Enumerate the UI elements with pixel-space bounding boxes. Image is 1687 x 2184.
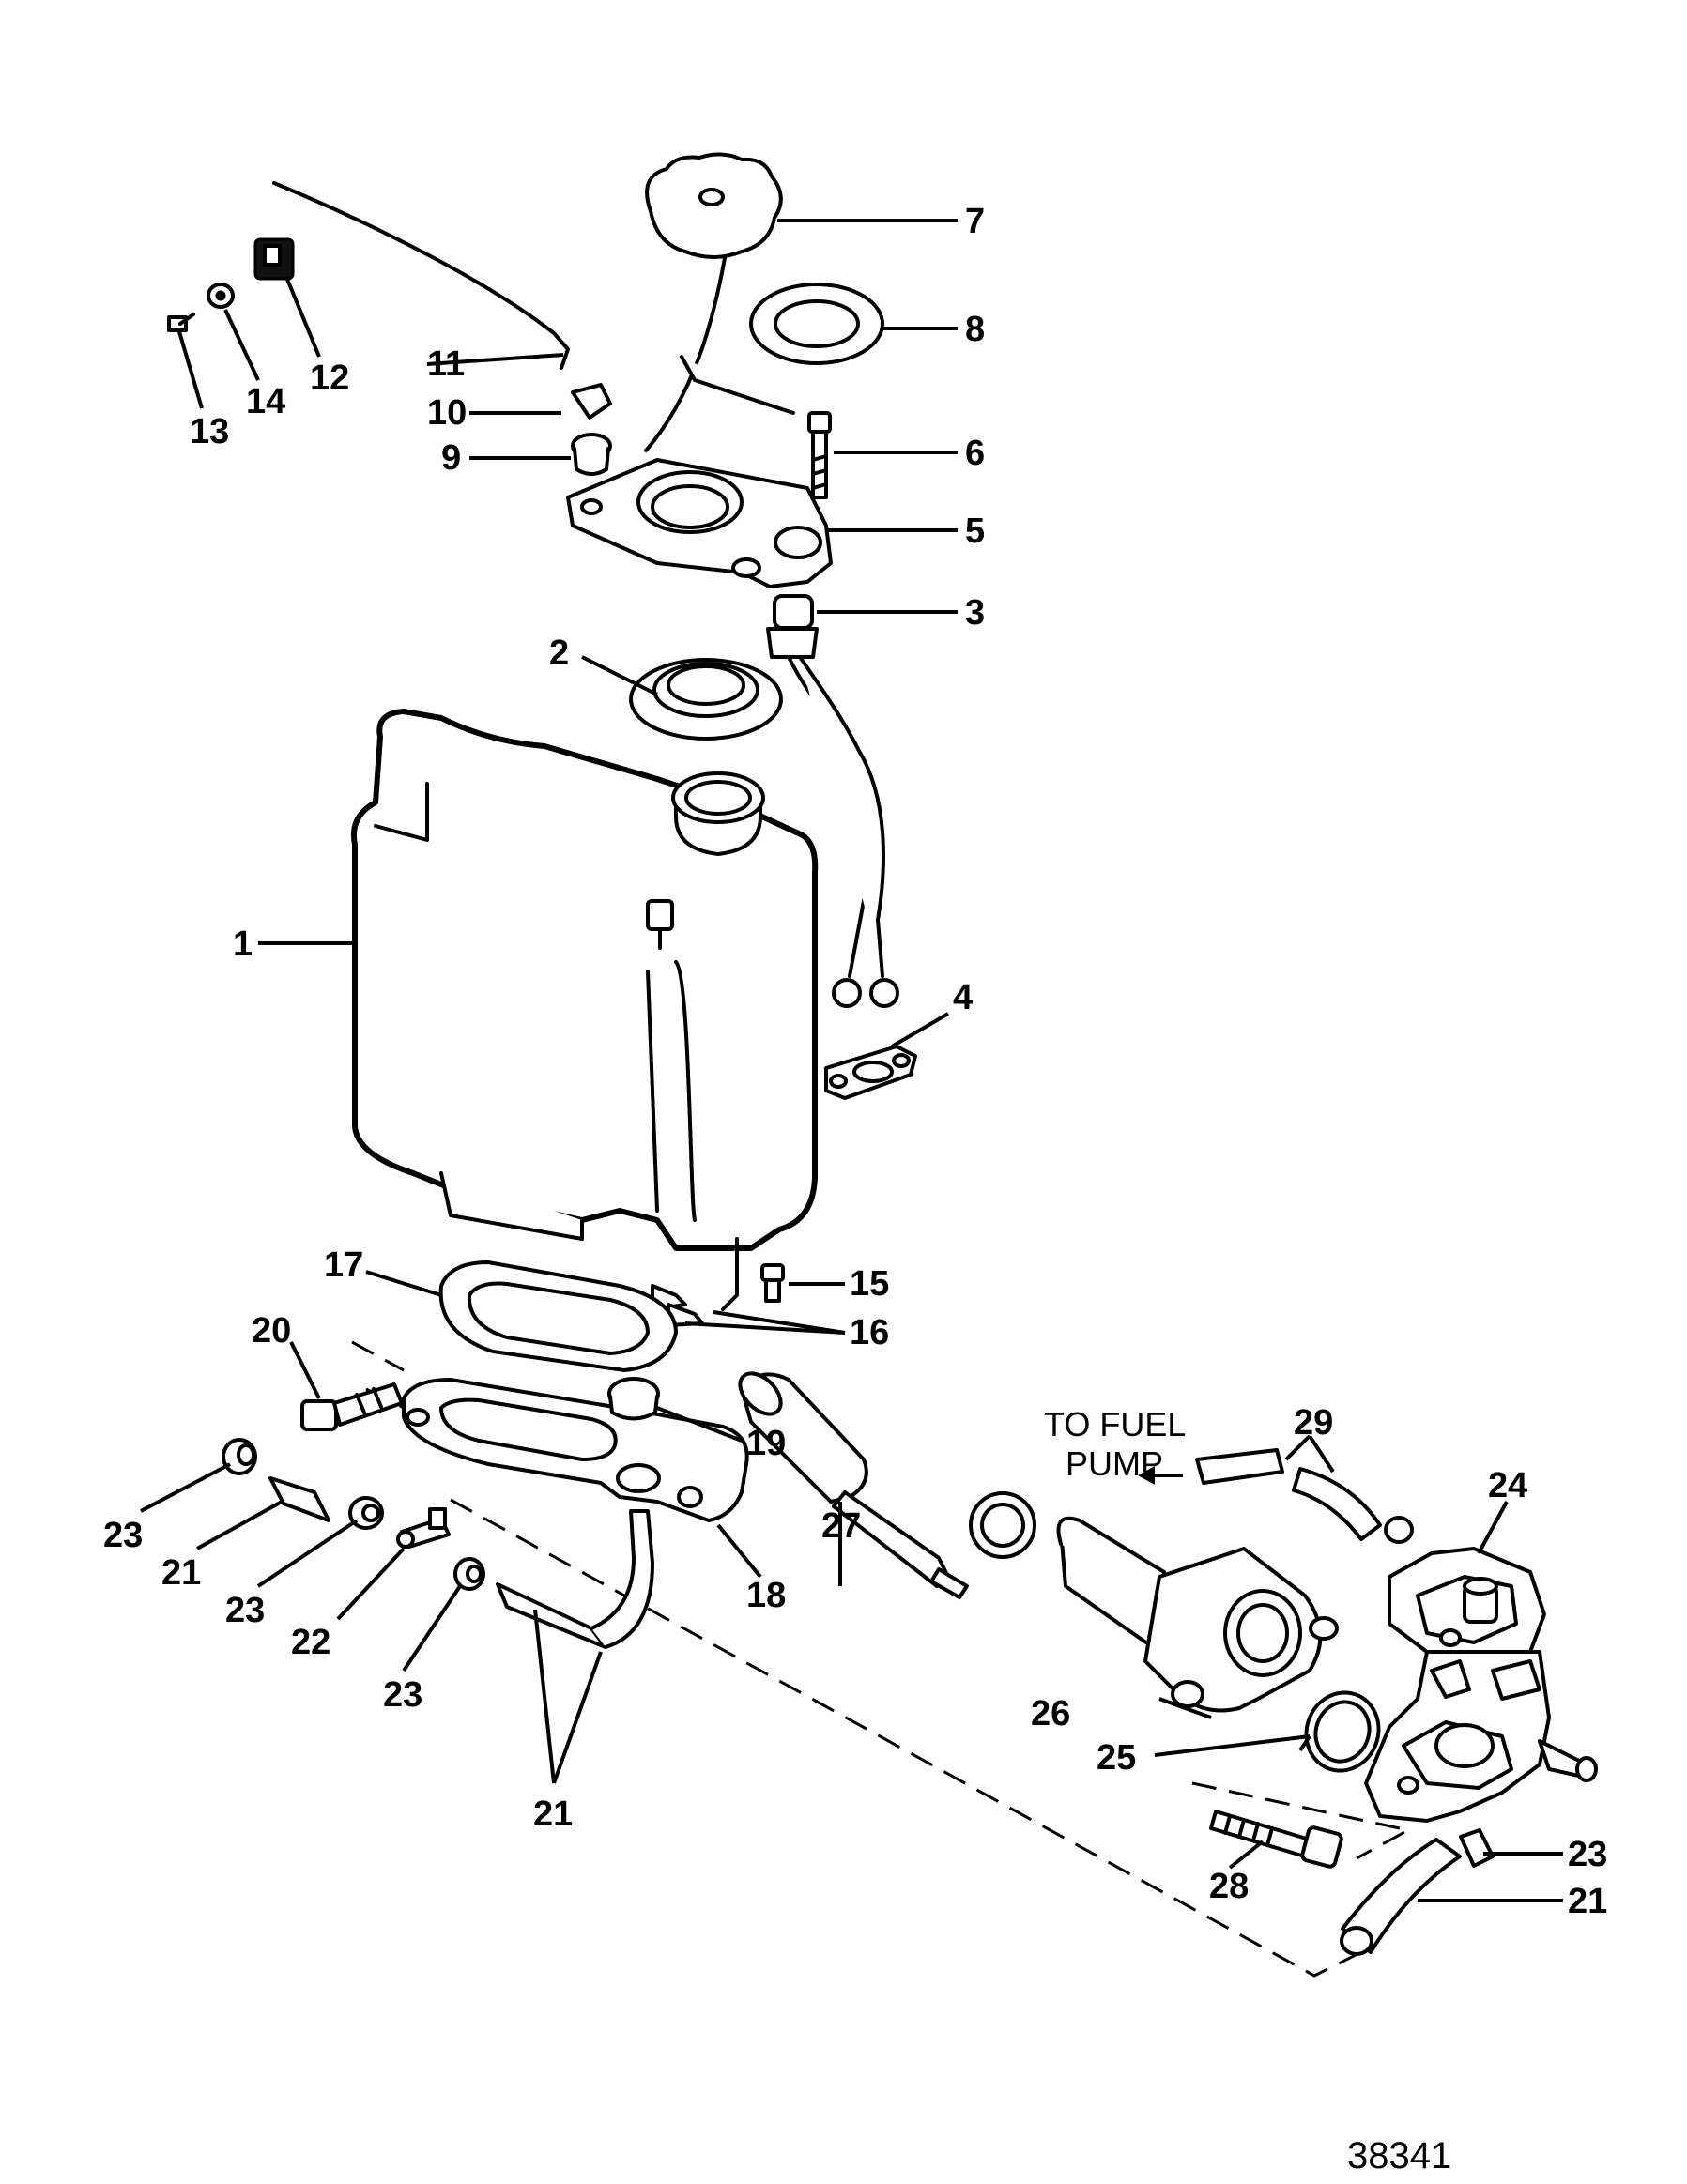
- callout-4: 4: [953, 978, 973, 1017]
- part-1-oil-tank: [351, 709, 819, 1311]
- callout-29: 29: [1294, 1403, 1333, 1443]
- callout-21-b: 21: [533, 1795, 573, 1834]
- callout-18: 18: [746, 1576, 786, 1615]
- callout-23-a: 23: [103, 1516, 143, 1555]
- callout-labels: 7 8 6 5 3 2 1 4 11 10 9 12 14 13 15 16 1…: [103, 202, 1607, 1921]
- part-4-mounting-plate: [824, 1045, 917, 1100]
- callout-24: 24: [1488, 1466, 1527, 1505]
- callout-7: 7: [965, 202, 985, 241]
- callout-12: 12: [310, 359, 349, 398]
- callout-1: 1: [233, 924, 253, 964]
- part-29-fuel-hoses: [1195, 1448, 1382, 1541]
- part-8-seal-ring: [749, 283, 884, 365]
- part-23-hose-clamp-c: [453, 1557, 485, 1591]
- callout-15: 15: [850, 1264, 889, 1304]
- callout-28: 28: [1209, 1867, 1249, 1906]
- note-line-2: PUMP: [1066, 1444, 1163, 1483]
- part-17-base-gasket: [438, 1260, 678, 1372]
- figure-number: 38341: [1347, 2135, 1451, 2176]
- fuel-pump-note: TO FUEL PUMP: [1044, 1405, 1186, 1483]
- part-21-hose-c: [1340, 1838, 1462, 1956]
- callout-19: 19: [746, 1424, 786, 1463]
- callout-11: 11: [427, 344, 465, 384]
- part-13-screw: [167, 313, 195, 332]
- callout-26: 26: [1031, 1694, 1070, 1733]
- part-23-hose-clamp-d: [1459, 1828, 1495, 1868]
- leader-lines: [140, 219, 1563, 1902]
- part-14-washer: [207, 283, 235, 309]
- part-11-link-rod: [272, 181, 570, 370]
- part-6-bolt: [807, 411, 832, 499]
- callout-14: 14: [246, 382, 285, 421]
- part-3-level-sensor: [766, 594, 899, 1008]
- part-7-fill-cap: [644, 152, 795, 452]
- callout-17: 17: [324, 1245, 363, 1285]
- callout-9: 9: [441, 438, 461, 478]
- callout-23-b: 23: [225, 1591, 265, 1630]
- callout-22: 22: [291, 1623, 330, 1662]
- callout-27: 27: [821, 1506, 861, 1546]
- callout-23-c: 23: [383, 1675, 422, 1715]
- part-27-fuel-filter: [738, 1371, 969, 1599]
- part-28-long-bolt: [1209, 1810, 1343, 1869]
- note-line-1: TO FUEL: [1044, 1405, 1186, 1443]
- arrowhead-icon: [1138, 1466, 1155, 1485]
- part-12-rod-clip: [253, 237, 295, 281]
- callout-21-a: 21: [161, 1553, 201, 1593]
- callout-16: 16: [850, 1313, 889, 1352]
- part-5-tank-bracket: [566, 458, 833, 588]
- part-24-oil-pump: [1364, 1516, 1598, 1823]
- part-23-hose-clamp-b: [348, 1496, 384, 1530]
- part-22-tee-fitting: [396, 1507, 451, 1549]
- callout-8: 8: [965, 310, 985, 349]
- callout-3: 3: [965, 593, 985, 633]
- part-9-grommet: [571, 433, 612, 476]
- callout-6: 6: [965, 434, 985, 473]
- callout-25: 25: [1097, 1738, 1136, 1778]
- part-21-hose-b: [496, 1509, 654, 1649]
- part-2-neck-seal: [629, 658, 783, 741]
- part-18-base-bracket: [402, 1378, 749, 1522]
- part-25-o-ring: [1304, 1690, 1381, 1773]
- part-21-hose-a: [268, 1476, 330, 1522]
- part-19-grommet: [607, 1377, 660, 1421]
- part-15-screw: [760, 1263, 785, 1303]
- callout-20: 20: [252, 1311, 291, 1351]
- callout-13: 13: [190, 412, 229, 451]
- part-26-manifold: [969, 1491, 1339, 1713]
- callout-2: 2: [549, 634, 569, 673]
- part-23-hose-clamp-a: [222, 1438, 257, 1475]
- callout-23-d: 23: [1568, 1835, 1607, 1874]
- callout-5: 5: [965, 512, 985, 551]
- callout-21-c: 21: [1568, 1882, 1607, 1921]
- callout-10: 10: [427, 393, 467, 433]
- part-10-retainer: [571, 383, 612, 420]
